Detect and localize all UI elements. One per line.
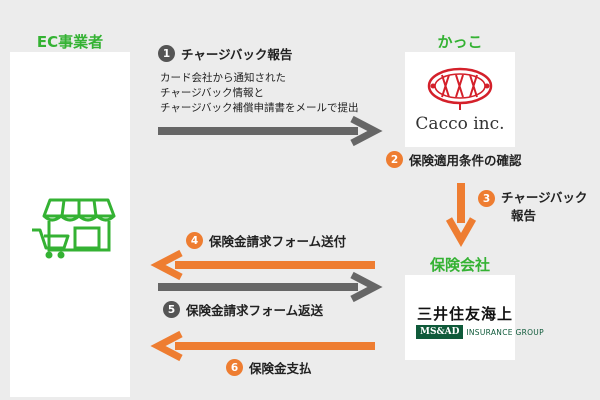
step-4-number: 4 xyxy=(186,232,203,249)
step-3-number: 3 xyxy=(478,190,495,207)
step-4-label: 4 保険金請求フォーム送付 xyxy=(186,231,346,250)
step-4-text: 保険金請求フォーム送付 xyxy=(209,234,347,249)
msad-logo: MS&AD INSURANCE GROUP xyxy=(416,325,544,339)
step-1-number: 1 xyxy=(158,45,175,62)
step-3-label: 3 チャージバック 報告 xyxy=(478,189,587,225)
step-1-note-line: カード会社から通知された xyxy=(160,72,286,84)
step-5-text: 保険金請求フォーム返送 xyxy=(186,303,324,318)
step-1-label: 1 チャージバック報告 xyxy=(158,44,292,63)
step-1-note-line: チャージバック情報と xyxy=(160,87,265,99)
cacco-logo-icon xyxy=(427,67,493,110)
insurer-card: 三井住友海上 MS&AD INSURANCE GROUP xyxy=(405,275,544,360)
step-3-text-line-2: 報告 xyxy=(511,208,537,223)
arrow-step-1 xyxy=(158,115,383,147)
msad-group-text: INSURANCE GROUP xyxy=(466,327,544,337)
step-5-label: 5 保険金請求フォーム返送 xyxy=(163,300,323,319)
arrow-step-6 xyxy=(150,330,375,362)
arrow-step-3 xyxy=(445,183,477,248)
arrow-step-4 xyxy=(150,249,375,281)
merchant-card xyxy=(10,52,130,397)
step-2-number: 2 xyxy=(386,151,403,168)
cacco-title: かっこ xyxy=(437,33,483,51)
insurer-name: 三井住友海上 xyxy=(417,305,514,323)
insurer-title: 保険会社 xyxy=(429,256,490,274)
step-1-text: チャージバック報告 xyxy=(181,47,293,62)
cacco-card: Cacco inc. xyxy=(405,52,515,147)
msad-mark: MS&AD xyxy=(416,325,464,339)
step-1-note-line: チャージバック補償申請書をメールで提出 xyxy=(160,102,359,114)
step-2-label: 2 保険適用条件の確認 xyxy=(386,150,522,169)
step-3-text-line-1: チャージバック xyxy=(501,190,588,205)
merchant-title: EC事業者 xyxy=(36,33,104,51)
step-6-label: 6 保険金支払 xyxy=(226,358,312,377)
step-1-note: カード会社から通知された チャージバック情報と チャージバック補償申請書をメール… xyxy=(160,71,359,116)
step-2-text: 保険適用条件の確認 xyxy=(409,153,522,168)
cacco-logo-text: Cacco inc. xyxy=(415,114,505,134)
step-5-number: 5 xyxy=(163,301,180,318)
online-shop-icon xyxy=(32,198,116,259)
step-6-text: 保険金支払 xyxy=(249,361,312,376)
step-6-number: 6 xyxy=(226,359,243,376)
arrow-step-5 xyxy=(158,271,383,303)
